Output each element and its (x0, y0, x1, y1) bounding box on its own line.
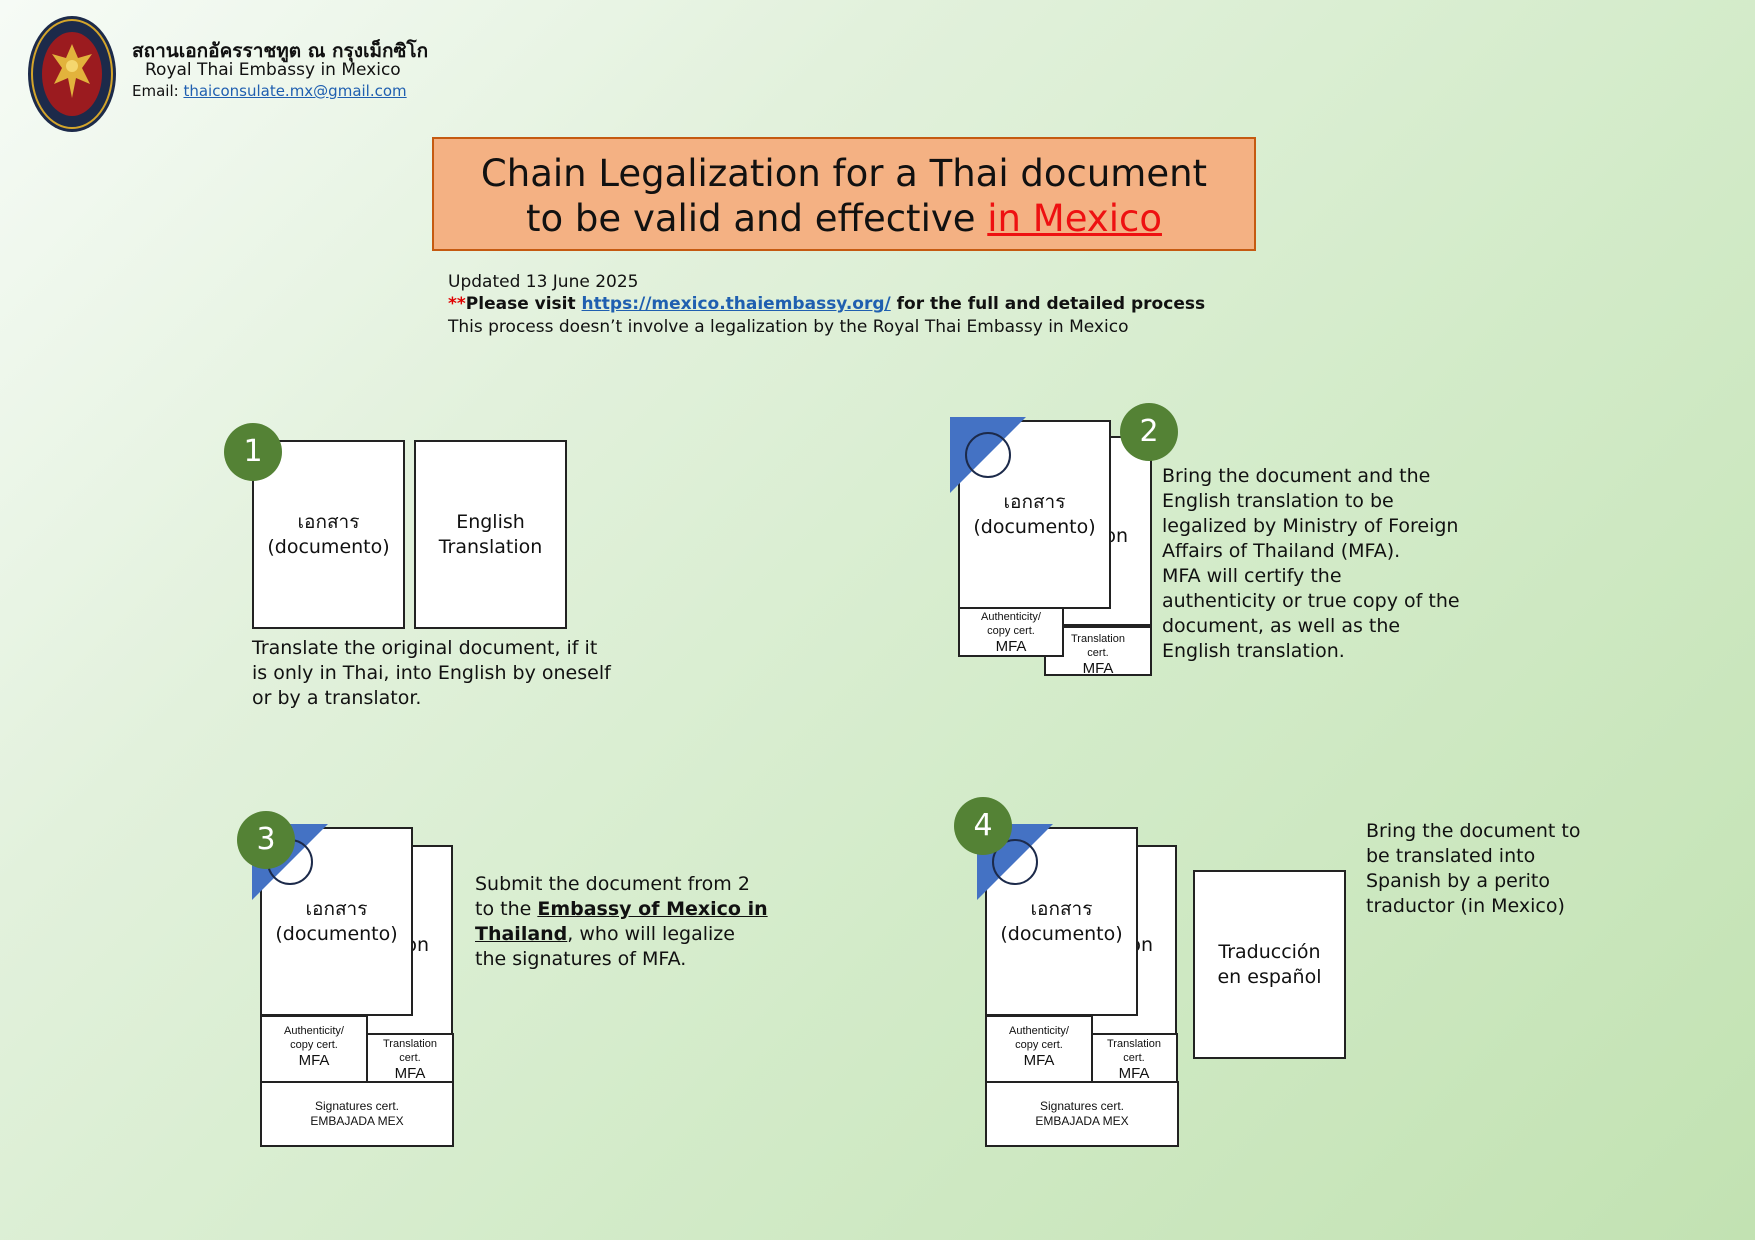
step-3-line: Thailand, who will legalize (475, 922, 768, 947)
embassy-name-thai: สถานเอกอัครราชทูต ณ กรุงเม็กซิโก (132, 40, 429, 62)
step-3-text-prefix: to the (475, 898, 538, 920)
spanish-translation-doc: Traducción en español (1193, 870, 1346, 1059)
step-4-text: Bring the document to be translated into… (1366, 819, 1580, 919)
cert-label: Translation (1106, 1038, 1161, 1050)
translation-label-1: English (456, 511, 525, 533)
step-4-badge: 4 (954, 797, 1012, 855)
doc-label-thai: เอกสาร (297, 511, 360, 533)
mexico-embassy-country: Thailand (475, 923, 568, 945)
doc-label-thai: เอกสาร (1030, 898, 1093, 920)
step-2-line: document, as well as the (1162, 615, 1401, 637)
step-2-line: Affairs of Thailand (MFA). (1162, 540, 1401, 562)
title-line-2-prefix: to be valid and effective (526, 197, 988, 240)
translation-cert-mfa: Translation cert.MFA (1090, 1033, 1178, 1083)
step-1-badge: 1 (224, 423, 282, 481)
step-4-line: Spanish by a perito (1366, 870, 1551, 892)
step-4-line: traductor (in Mexico) (1366, 895, 1565, 917)
cert-label: copy cert. (290, 1039, 338, 1051)
step-2-text: Bring the document and the English trans… (1162, 464, 1460, 664)
mfa-label: MFA (1082, 660, 1114, 677)
step-2-line: authenticity or true copy of the (1162, 590, 1460, 612)
translation-cert-mfa: Translation cert.MFA (366, 1033, 454, 1083)
cert-label: Translation (382, 1038, 437, 1050)
step-2-line: English translation to be (1162, 490, 1394, 512)
cert-label: Signatures cert. (1039, 1099, 1125, 1113)
step-2-line: MFA will certify the (1162, 565, 1342, 587)
title-line-2: to be valid and effective in Mexico (434, 196, 1254, 241)
step-3-line: to the Embassy of Mexico in (475, 897, 768, 922)
spanish-translation-label-1: Traducción (1218, 941, 1321, 963)
visit-stars: ** (448, 294, 466, 314)
doc-label-spanish: (documento) (275, 923, 398, 945)
mfa-label: MFA (1118, 1065, 1150, 1082)
email-label: Email: (132, 82, 179, 100)
cert-label: copy cert. (987, 625, 1035, 637)
step-2-line: English translation. (1162, 640, 1345, 662)
authenticity-cert-mfa: Authenticity/copy cert.MFA (958, 607, 1064, 657)
step-3-line: the signatures of MFA. (475, 948, 687, 970)
thai-document: เอกสาร (documento) (252, 440, 405, 629)
mfa-label: MFA (394, 1065, 426, 1082)
mfa-label: MFA (1023, 1052, 1055, 1069)
step-2-line: legalized by Ministry of Foreign (1162, 515, 1459, 537)
visit-line: **Please visit https://mexico.thaiembass… (448, 294, 1205, 314)
cert-label: cert. (399, 1052, 421, 1064)
step-2-line: Bring the document and the (1162, 465, 1431, 487)
authenticity-cert-mfa: Authenticity/copy cert.MFA (985, 1015, 1093, 1083)
title-line-1: Chain Legalization for a Thai document (480, 152, 1208, 195)
mfa-stamp-icon (950, 417, 1026, 493)
signatures-cert-embassy: Signatures cert.EMBAJADA MEX (985, 1081, 1179, 1147)
mfa-label: MFA (995, 638, 1027, 655)
doc-label-spanish: (documento) (267, 536, 390, 558)
doc-label-thai: เอกสาร (305, 898, 368, 920)
cert-label: Authenticity/ (284, 1025, 344, 1037)
updated-date: Updated 13 June 2025 (448, 272, 639, 292)
title-highlight: in Mexico (987, 197, 1162, 240)
step-3-badge: 3 (237, 811, 295, 869)
cert-label: cert. (1087, 647, 1109, 659)
mexico-embassy-name: Embassy of Mexico in (537, 898, 768, 920)
step-3-text-suffix: , who will legalize (567, 923, 735, 945)
visit-prefix: Please visit (465, 294, 582, 314)
step-4-line: be translated into (1366, 845, 1536, 867)
cert-label: Authenticity/ (1009, 1025, 1069, 1037)
doc-label-thai: เอกสาร (1003, 491, 1066, 513)
spanish-translation-label-2: en español (1217, 966, 1322, 988)
email-link[interactable]: thaiconsulate.mx@gmail.com (183, 82, 407, 100)
cert-label: Translation (1070, 633, 1125, 645)
doc-label-spanish: (documento) (973, 516, 1096, 538)
signatures-cert-embassy: Signatures cert.EMBAJADA MEX (260, 1081, 454, 1147)
royal-thai-emblem-icon (28, 16, 116, 132)
page-title: Chain Legalization for a Thai document t… (432, 137, 1256, 251)
translation-label-2: Translation (438, 536, 543, 558)
cert-label: Authenticity/ (981, 611, 1041, 623)
process-note: This process doesn’t involve a legalizat… (448, 317, 1129, 337)
step-4-line: Bring the document to (1366, 820, 1581, 842)
step-1-line: or by a translator. (252, 687, 422, 709)
visit-suffix: for the full and detailed process (890, 294, 1206, 314)
cert-label: copy cert. (1015, 1039, 1063, 1051)
cert-label: cert. (1123, 1052, 1145, 1064)
embassy-website-link[interactable]: https://mexico.thaiembassy.org/ (581, 294, 891, 314)
step-1-line: Translate the original document, if it (252, 637, 598, 659)
doc-label-spanish: (documento) (1000, 923, 1123, 945)
cert-label: EMBAJADA MEX (310, 1114, 404, 1128)
step-1-line: is only in Thai, into English by oneself (252, 662, 611, 684)
step-3-line: Submit the document from 2 (475, 873, 750, 895)
mfa-label: MFA (298, 1052, 330, 1069)
step-2-badge: 2 (1120, 403, 1178, 461)
step-3-text: Submit the document from 2 to the Embass… (475, 872, 768, 972)
embassy-name-english: Royal Thai Embassy in Mexico (145, 60, 401, 80)
cert-label: Signatures cert. (314, 1099, 400, 1113)
authenticity-cert-mfa: Authenticity/copy cert.MFA (260, 1015, 368, 1083)
email-line: Email: thaiconsulate.mx@gmail.com (132, 82, 407, 100)
step-1-text: Translate the original document, if it i… (252, 636, 611, 711)
cert-label: EMBAJADA MEX (1035, 1114, 1129, 1128)
